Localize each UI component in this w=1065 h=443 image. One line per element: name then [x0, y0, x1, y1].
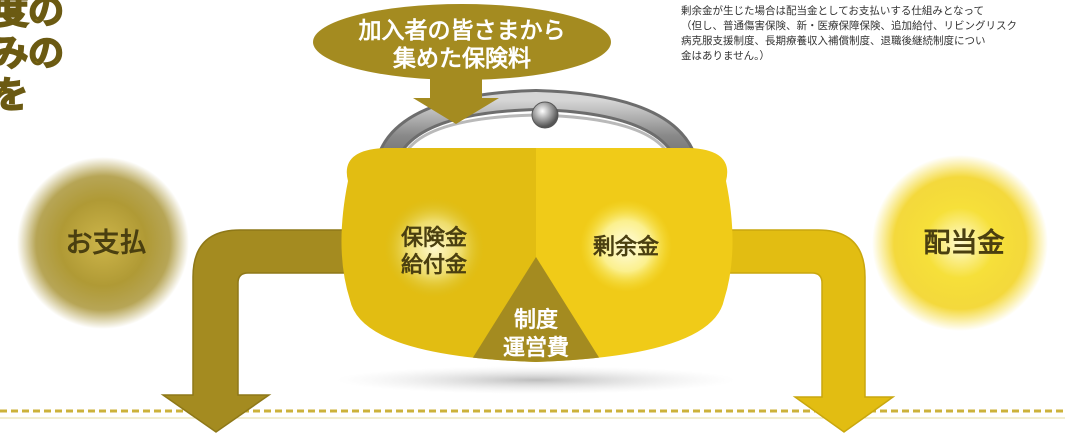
- dividend-flow-arrow: [719, 229, 896, 433]
- benefits-label-line1: 保険金: [400, 225, 468, 251]
- surplus-label: 剰余金: [592, 234, 660, 260]
- note-line-2: （但し、普通傷害保険、新・医療保障保険、追加給付、リビングリスク: [681, 20, 1017, 32]
- premium-arrow-shaft: [430, 78, 482, 98]
- premium-oval: [313, 4, 611, 80]
- payment-label: お支払: [66, 228, 147, 259]
- note-line-1: 剰余金が生じた場合は配当金としてお支払いする仕組みとなって: [681, 5, 985, 17]
- premium-arrow-head: [413, 98, 499, 124]
- payment-flow-arrow: [160, 229, 353, 433]
- operating-cost-triangle: [462, 257, 610, 362]
- heading-fragment-2: みの: [0, 33, 65, 75]
- clasp-knob: [531, 101, 559, 129]
- purse-clasp-highlight: [376, 91, 698, 186]
- note-line-3: 病克服支援制度、長期療養収入補償制度、退職後継続制度につい: [681, 35, 986, 47]
- premium-label-line1: 加入者の皆さまから: [358, 18, 566, 44]
- operating-cost-label-line1: 制度: [514, 307, 559, 333]
- explanatory-note: 剰余金が生じた場合は配当金としてお支払いする仕組みとなって （但し、普通傷害保険…: [681, 4, 1061, 64]
- dividend-label: 配当金: [924, 227, 1006, 259]
- payment-glow: [17, 157, 189, 329]
- purse-shadow: [336, 366, 736, 394]
- note-line-4: 金はありません。）: [681, 50, 770, 62]
- operating-cost-label-line2: 運営費: [503, 335, 569, 361]
- dividend-glow: [872, 155, 1048, 331]
- heading-fragment-1: 度の: [0, 0, 65, 33]
- benefits-label-line2: 給付金: [401, 252, 468, 278]
- benefits-glow: [384, 198, 484, 298]
- heading-fragment-3: を: [0, 75, 29, 117]
- surplus-glow: [580, 200, 672, 292]
- premium-label-line2: 集めた保険料: [392, 45, 531, 72]
